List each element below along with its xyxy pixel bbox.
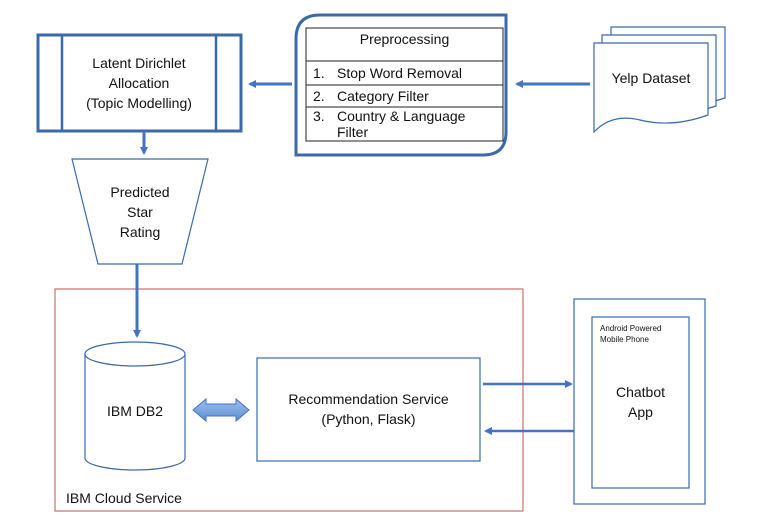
cloud-service-label: IBM Cloud Service [66, 490, 182, 506]
cloud-boundary [54, 288, 524, 512]
recommendation-line1: Recommendation Service [288, 391, 449, 407]
phone-caption-line2: Mobile Phone [600, 335, 649, 344]
preprocessing-title: Preprocessing [359, 31, 450, 47]
yelp-dataset-label: Yelp Dataset [611, 70, 691, 86]
step-number: 1. [313, 65, 325, 81]
db2-cylinder [84, 341, 186, 471]
step-number: 3. [313, 108, 325, 124]
recommendation-box [256, 357, 481, 462]
lda-label-line3: (Topic Modelling) [86, 95, 192, 111]
prediction-line2: Star [127, 204, 153, 220]
recommendation-label: Recommendation Service (Python, Flask) [257, 388, 480, 430]
lda-label: Latent Dirichlet Allocation (Topic Model… [62, 48, 216, 118]
lda-label-line1: Latent Dirichlet [92, 55, 186, 71]
lda-label-line2: Allocation [108, 75, 170, 91]
phone-shape [573, 298, 706, 505]
recommendation-line2: (Python, Flask) [321, 411, 416, 427]
phone-caption: Android Powered Mobile Phone [600, 323, 688, 347]
double-arrow-db-recommendation [192, 397, 250, 423]
step-number: 2. [313, 88, 325, 104]
db2-label: IBM DB2 [106, 403, 163, 419]
prediction-line1: Predicted [110, 184, 170, 200]
phone-caption-line1: Android Powered [600, 324, 662, 333]
chatbot-line1: Chatbot [615, 384, 666, 400]
chatbot-label: Chatbot App [592, 381, 689, 423]
lda-box [36, 33, 243, 133]
chatbot-line2: App [628, 404, 653, 420]
prediction-label: Predicted Star Rating [90, 180, 190, 244]
yelp-dataset-shape [593, 26, 726, 134]
preprocessing-step-2: 2. Category Filter [313, 85, 501, 107]
preprocessing-step-3: 3. Country & Language Filter [313, 108, 501, 141]
preprocessing-step-1: 1. Stop Word Removal [313, 62, 501, 84]
step-text: Stop Word Removal [337, 65, 463, 81]
step-text: Country & Language Filter [337, 108, 466, 140]
preprocessing-table [305, 27, 504, 142]
prediction-line3: Rating [119, 224, 161, 240]
prediction-trapezoid [71, 158, 209, 265]
step-text: Category Filter [337, 88, 429, 104]
